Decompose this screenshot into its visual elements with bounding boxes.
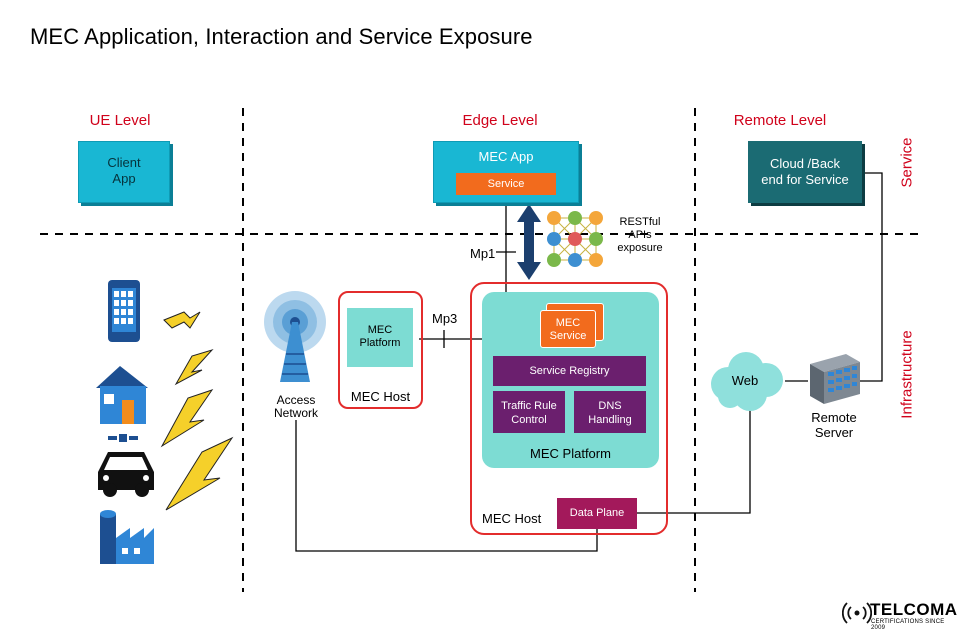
ue-level-label: UE Level (89, 112, 151, 129)
data-plane-box[interactable]: Data Plane (557, 498, 637, 529)
house-icon (96, 366, 148, 424)
restful-line1: RESTful (619, 216, 661, 228)
cloud-line1: Cloud /Back (769, 156, 841, 171)
client-app-box[interactable]: Client App (78, 141, 170, 203)
remote-server-line1: Remote (811, 410, 857, 425)
server-cloud-line (860, 172, 883, 382)
service-side-label: Service (898, 137, 916, 188)
access-network-line1: Access (276, 393, 316, 407)
client-app-line2: App (112, 171, 136, 186)
small-mec-host-frame[interactable] (338, 291, 423, 409)
small-platform-line2: Platform (359, 337, 401, 349)
telcoma-logo-tagline: CERTIFICATIONS SINCE 2009 (871, 619, 945, 631)
lightning-icons (160, 311, 234, 511)
edge-level-label: Edge Level (462, 112, 538, 129)
dns-line1: DNS (598, 400, 622, 412)
telcoma-signal-icon (842, 602, 872, 624)
web-label: Web (731, 373, 759, 388)
restful-line3: exposure (617, 242, 663, 254)
dns-line2: Handling (588, 414, 632, 426)
access-network-line2: Network (273, 406, 318, 420)
telcoma-logo-name: TELCOMA (870, 600, 958, 619)
antenna-tower-icon (264, 291, 326, 382)
api-network-graphic (547, 211, 603, 267)
access-network-label: Access Network (256, 394, 336, 420)
lightning-icon-4 (165, 436, 234, 511)
cloud-line2: end for Service (761, 172, 849, 187)
restful-line2: APIs (628, 229, 652, 241)
service-registry-box[interactable]: Service Registry (493, 356, 646, 386)
small-mec-host-label: MEC Host (350, 389, 411, 404)
mec-app-label: MEC App (478, 149, 534, 164)
web-cloud-icon (711, 352, 783, 411)
mp1-double-arrow (517, 204, 541, 280)
remote-server-icon (810, 354, 860, 404)
ue-devices (96, 280, 234, 564)
mec-service-box[interactable]: MEC Service (540, 310, 596, 348)
car-icon (98, 452, 154, 497)
smartphone-icon (108, 280, 140, 342)
lightning-icon-3 (160, 389, 214, 448)
page-title: MEC Application, Interaction and Service… (30, 24, 533, 49)
remote-server-line2: Server (814, 425, 854, 440)
big-mec-platform-label: MEC Platform (530, 446, 611, 461)
small-platform-line1: MEC (367, 324, 393, 336)
infrastructure-side-label: Infrastructure (898, 330, 916, 419)
big-mec-host-label: MEC Host (482, 511, 542, 526)
restful-apis-label: RESTful APIs exposure (612, 216, 668, 255)
satellite-icon (108, 434, 138, 442)
mec-service-line1: MEC (555, 317, 581, 329)
remote-level-label: Remote Level (733, 112, 827, 129)
lightning-icon-1 (163, 311, 201, 329)
traffic-rule-line2: Control (511, 414, 547, 426)
big-mec-host-frame[interactable] (470, 282, 668, 535)
traffic-rule-control-box[interactable]: Traffic Rule Control (493, 391, 565, 433)
cloud-backend-box[interactable]: Cloud /Back end for Service (748, 141, 862, 203)
client-app-line1: Client (107, 155, 141, 170)
dataplane-web-line (637, 410, 751, 514)
remote-server-label: Remote Server (796, 410, 872, 440)
mp1-label: Mp1 (470, 246, 496, 261)
mec-app-service-box[interactable]: Service (456, 173, 556, 195)
access-dataplane-line (295, 420, 598, 552)
small-mec-platform-box[interactable]: MEC Platform (347, 308, 413, 367)
mec-app-box[interactable]: MEC App Service (433, 141, 579, 203)
dns-handling-box[interactable]: DNS Handling (574, 391, 646, 433)
lightning-icon-2 (174, 349, 214, 386)
mp3-label: Mp3 (432, 311, 458, 326)
factory-icon (100, 510, 154, 564)
mec-service-line2: Service (549, 330, 587, 342)
traffic-rule-line1: Traffic Rule (501, 400, 557, 412)
